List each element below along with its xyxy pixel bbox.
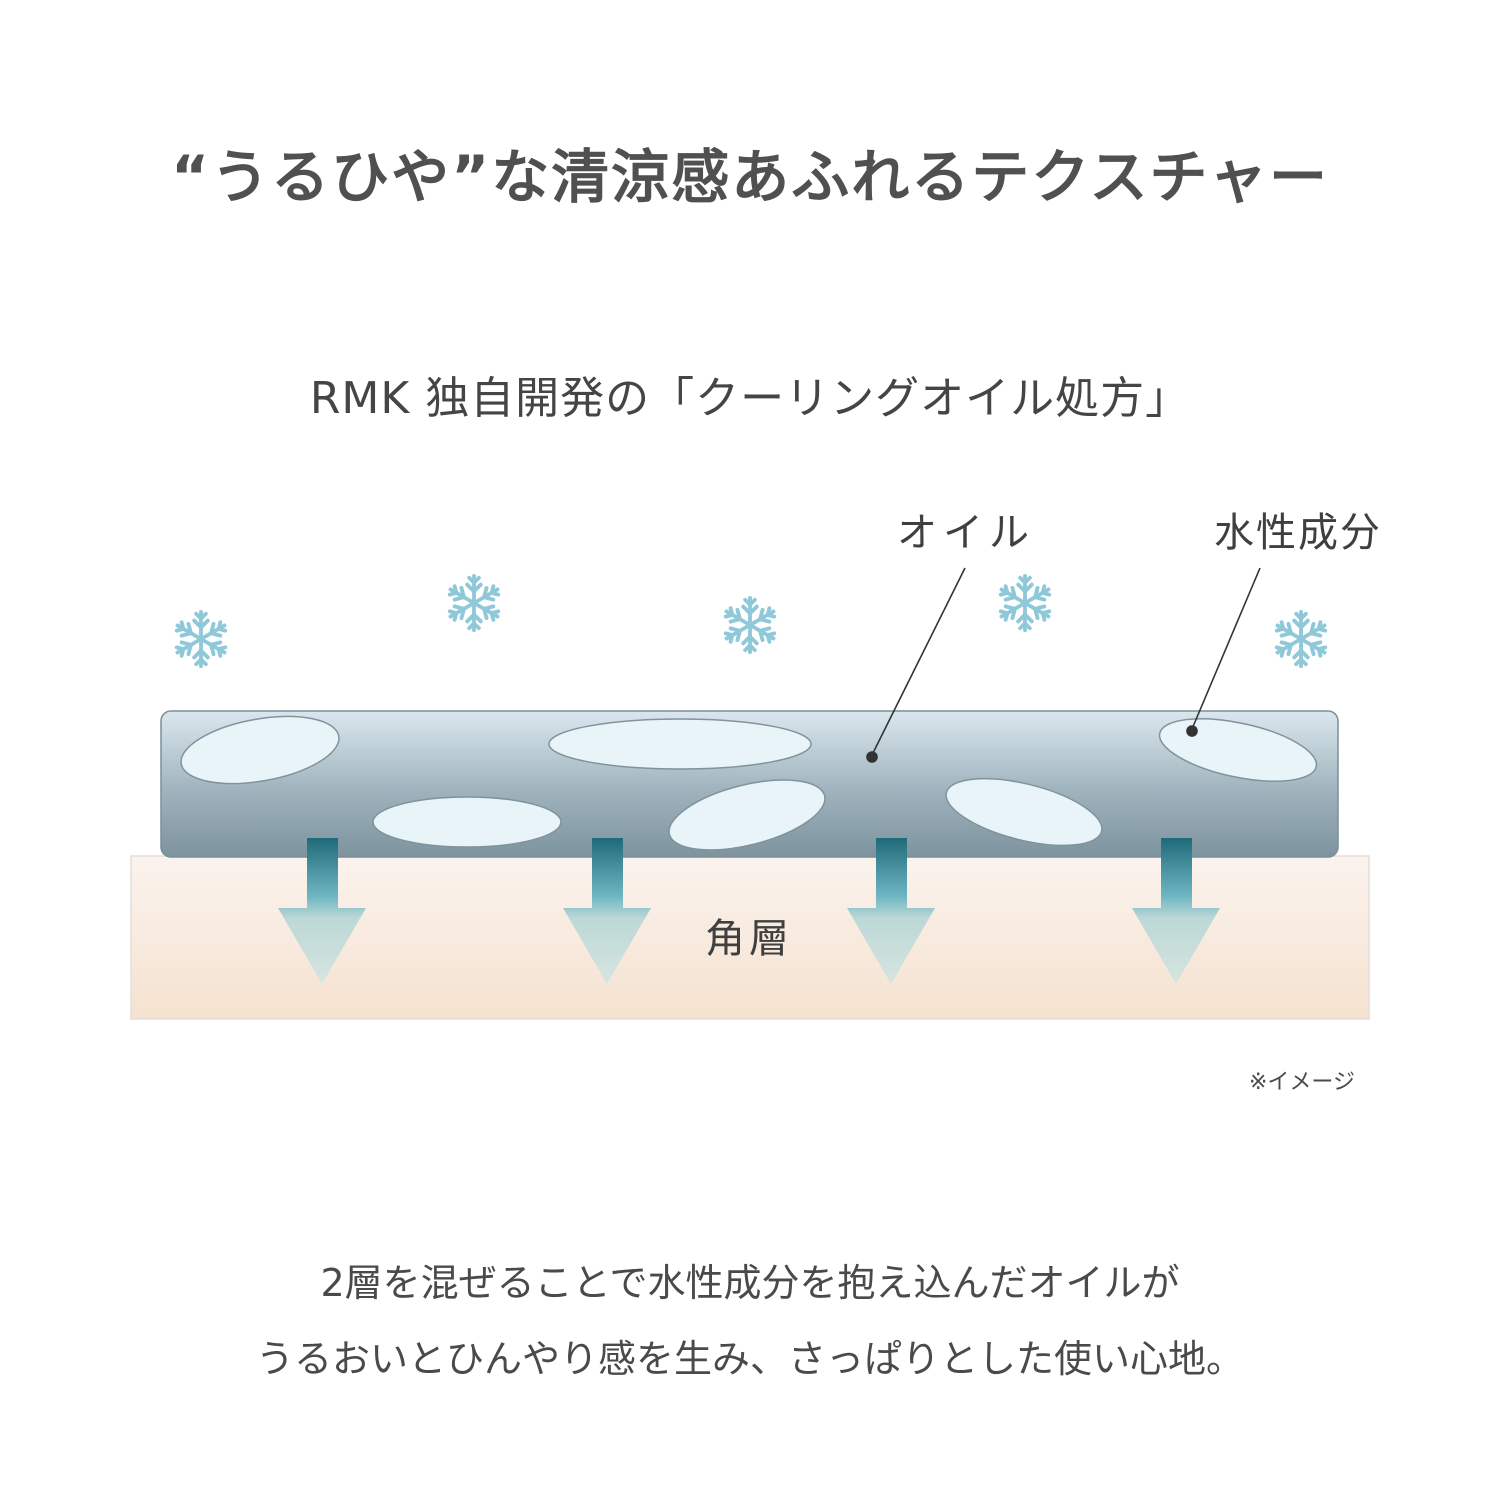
water-droplet: [180, 715, 340, 785]
arrow-down-icon: [847, 838, 935, 984]
water-droplet: [548, 718, 812, 770]
description: 2層を混ぜることで水性成分を抱え込んだオイルが うるおいとひんやり感を生み、さっ…: [0, 1245, 1500, 1397]
subheadline: RMK 独自開発の「クーリングオイル処方」: [309, 373, 1191, 424]
arrow-down-icon: [278, 838, 366, 984]
snowflakes: [174, 576, 1328, 666]
label-oil: オイル: [897, 510, 1035, 556]
water-droplet: [372, 796, 562, 848]
penetration-arrows: [278, 838, 1220, 984]
label-water: 水性成分: [1214, 510, 1382, 556]
snowflake-icon: [1274, 612, 1328, 666]
description-line-2: うるおいとひんやり感を生み、さっぱりとした使い心地。: [255, 1337, 1244, 1381]
snowflake-icon: [998, 576, 1052, 630]
snowflake-icon: [447, 576, 501, 630]
footnote: ※イメージ: [1249, 1070, 1355, 1095]
snowflake-icon: [174, 612, 228, 666]
arrow-down-icon: [563, 838, 651, 984]
arrow-down-icon: [1132, 838, 1220, 984]
snowflake-icon: [723, 598, 777, 652]
description-line-1: 2層を混ぜることで水性成分を抱え込んだオイルが: [320, 1261, 1180, 1305]
leader-lines: [866, 567, 1261, 763]
label-stratum: 角層: [705, 916, 793, 962]
water-droplet: [668, 779, 826, 851]
water-droplets: [180, 715, 1318, 851]
headline: “うるひや”な清涼感あふれるテクスチャー: [171, 143, 1329, 211]
water-droplet: [945, 777, 1103, 847]
water-droplet: [1158, 718, 1318, 782]
